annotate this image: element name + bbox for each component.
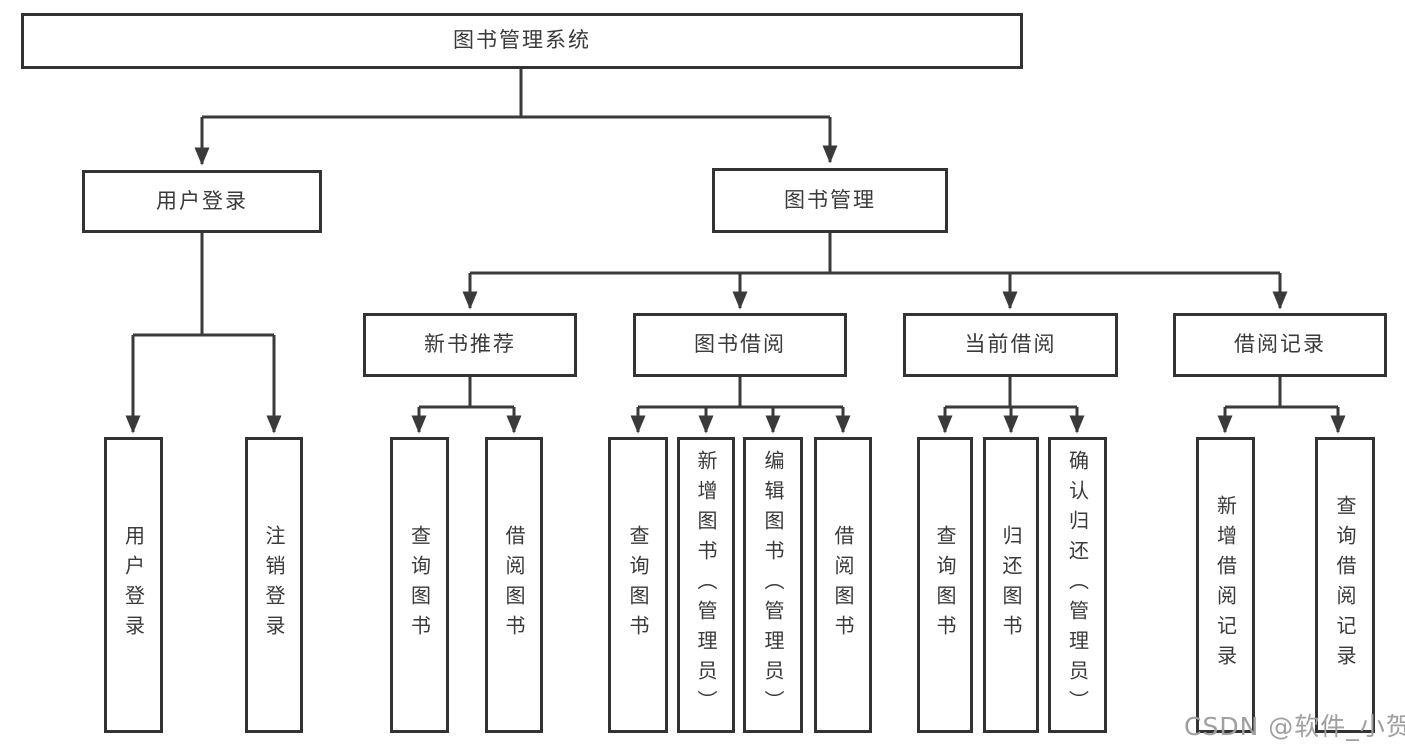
node-query-books-borrowing-label: 查询图书 <box>626 525 650 645</box>
node-add-borrow-record-label: 新增借阅记录 <box>1213 495 1238 675</box>
node-query-books-current: 查询图书 <box>917 437 973 733</box>
node-add-borrow-record: 新增借阅记录 <box>1196 437 1255 733</box>
node-user-login-action: 用户登录 <box>104 437 163 733</box>
node-logout-action-label: 注销登录 <box>262 525 286 645</box>
node-confirm-return-admin-label: 确认归还（管理员） <box>1065 450 1090 720</box>
node-return-books: 归还图书 <box>983 437 1039 733</box>
node-query-books-recommend: 查询图书 <box>390 437 449 733</box>
node-add-books-admin: 新增图书（管理员） <box>677 437 735 733</box>
node-query-borrow-record: 查询借阅记录 <box>1315 437 1375 733</box>
node-user-login-action-label: 用户登录 <box>121 525 146 645</box>
node-edit-books-admin-label: 编辑图书（管理员） <box>761 450 785 720</box>
node-query-books-recommend-label: 查询图书 <box>407 525 432 645</box>
node-book-management-label: 图书管理 <box>784 187 876 212</box>
node-return-books-label: 归还图书 <box>999 525 1023 645</box>
node-current-borrowing: 当前借阅 <box>903 313 1118 377</box>
node-confirm-return-admin: 确认归还（管理员） <box>1048 437 1107 733</box>
node-query-books-borrowing: 查询图书 <box>608 437 668 733</box>
node-logout-action: 注销登录 <box>245 437 303 733</box>
node-query-borrow-record-label: 查询借阅记录 <box>1333 495 1357 675</box>
node-book-borrowing: 图书借阅 <box>633 313 847 377</box>
node-borrow-books-recommend-label: 借阅图书 <box>502 525 526 645</box>
node-edit-books-admin: 编辑图书（管理员） <box>743 437 803 733</box>
node-book-management: 图书管理 <box>712 168 948 233</box>
node-borrow-books-recommend: 借阅图书 <box>485 437 543 733</box>
node-user-login-label: 用户登录 <box>156 188 248 213</box>
node-borrowing-records-label: 借阅记录 <box>1234 332 1326 357</box>
node-borrow-books-action-label: 借阅图书 <box>831 525 855 645</box>
node-library-system-label: 图书管理系统 <box>453 28 591 53</box>
node-borrowing-records: 借阅记录 <box>1173 313 1387 377</box>
node-add-books-admin-label: 新增图书（管理员） <box>694 450 718 720</box>
node-user-login: 用户登录 <box>82 170 322 233</box>
csdn-watermark: CSDN @软件_小贺同学 <box>1184 712 1405 741</box>
node-new-book-recommendation: 新书推荐 <box>363 313 577 377</box>
node-library-system: 图书管理系统 <box>21 13 1023 69</box>
node-query-books-current-label: 查询图书 <box>933 525 957 645</box>
node-borrow-books-action: 借阅图书 <box>814 437 872 733</box>
node-new-book-recommendation-label: 新书推荐 <box>424 332 516 357</box>
node-book-borrowing-label: 图书借阅 <box>694 332 786 357</box>
node-current-borrowing-label: 当前借阅 <box>964 332 1057 357</box>
